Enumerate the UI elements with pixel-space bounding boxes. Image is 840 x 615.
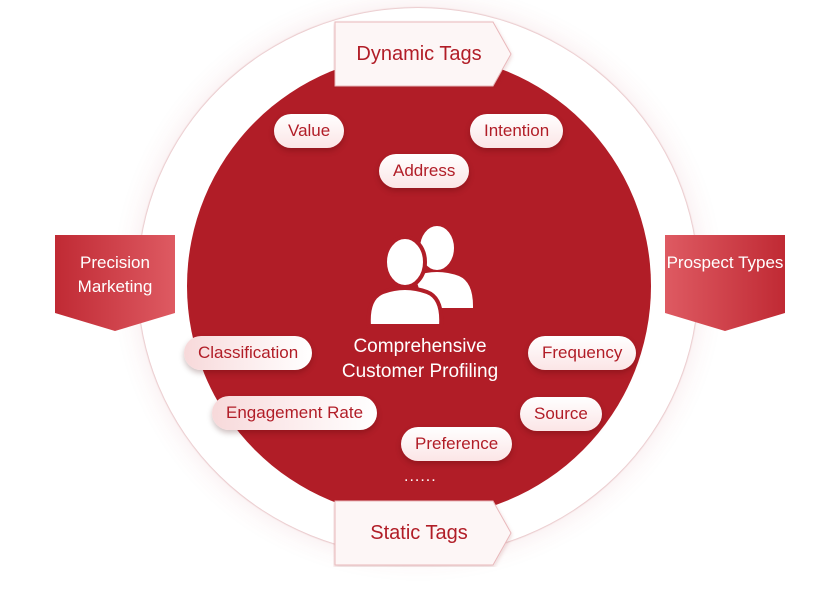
tag-arrow-shape: [334, 21, 512, 87]
static-tags-label: Static Tags: [333, 499, 515, 567]
tag-preference: Preference: [401, 427, 513, 461]
tag-value: Value: [274, 114, 345, 148]
tag-engagement-rate: Engagement Rate: [212, 396, 378, 430]
tag-address: Address: [379, 154, 470, 188]
center-title: Comprehensive Customer Profiling: [341, 336, 499, 382]
banner-shape: [665, 235, 785, 331]
tag-source: Source: [520, 397, 602, 431]
dynamic-tags-label: Dynamic Tags: [333, 20, 515, 88]
static-tags-text: Static Tags: [370, 522, 468, 544]
dynamic-tags-text: Dynamic Tags: [356, 43, 482, 65]
people-icon: [366, 226, 473, 328]
banner-shape: [55, 235, 175, 331]
tag-classification: Classification: [184, 336, 313, 370]
tag-frequency: Frequency: [528, 336, 637, 370]
more-tags-ellipsis: ......: [404, 468, 437, 485]
prospect-types-text: Prospect Types: [666, 253, 784, 272]
precision-marketing-text: Precision Marketing: [77, 253, 153, 296]
tag-intention: Intention: [470, 114, 564, 148]
prospect-types-banner: Prospect Types: [665, 235, 785, 331]
precision-marketing-banner: Precision Marketing: [55, 235, 175, 331]
tag-arrow-shape: [334, 500, 512, 566]
